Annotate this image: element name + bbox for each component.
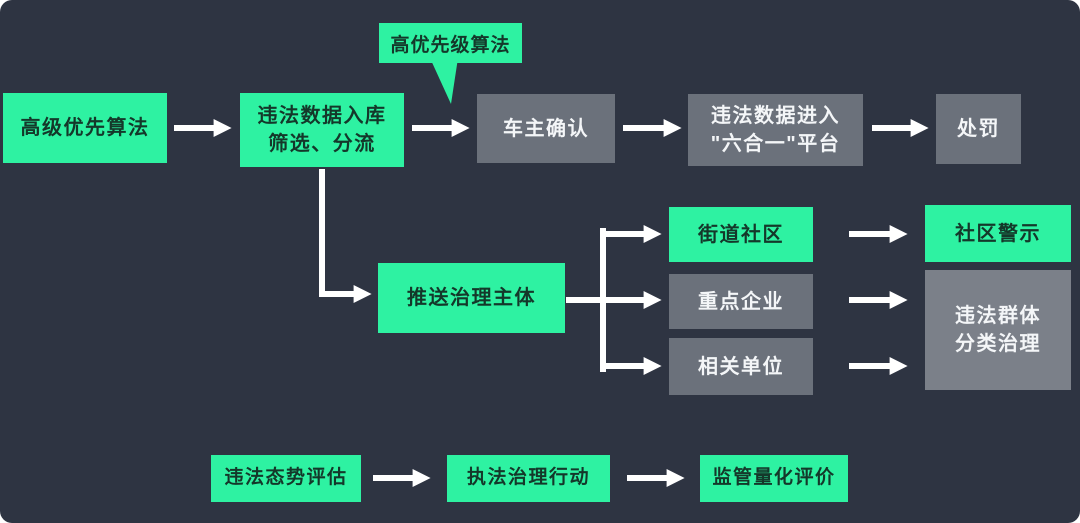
node-label: 高级优先算法	[20, 117, 150, 139]
node-label: 车主确认	[503, 117, 589, 140]
flow-node-advanced-algorithm: 高级优先算法	[3, 93, 167, 163]
node-label-line: 违法数据入库	[257, 105, 387, 127]
callout-label: 高优先级算法	[390, 34, 511, 56]
flow-node-punishment: 处罚	[936, 94, 1021, 164]
flow-node-push-governance-subject: 推送治理主体	[378, 263, 565, 333]
node-label-line: 分类治理	[955, 333, 1041, 355]
flow-node-situation-assessment: 违法态势评估	[211, 455, 361, 502]
node-label-line: 违法群体	[955, 305, 1041, 327]
flow-node-community-warning: 社区警示	[925, 205, 1071, 262]
flow-node-quantified-evaluation: 监管量化评价	[700, 455, 848, 502]
elbow-b-to-f	[319, 169, 372, 303]
node-label-line: "六合一"平台	[710, 133, 841, 155]
callout-pointer	[430, 58, 458, 104]
node-label: 社区警示	[955, 222, 1041, 245]
node-label: 监管量化评价	[712, 467, 836, 489]
flow-node-street-community: 街道社区	[669, 207, 813, 262]
node-label: 推送治理主体	[407, 287, 536, 309]
node-label: 相关单位	[698, 355, 784, 378]
flow-node-platform-entry: 违法数据进入 "六合一"平台	[688, 94, 863, 166]
callout-high-priority-algorithm: 高优先级算法	[379, 23, 522, 63]
flow-node-related-unit: 相关单位	[669, 338, 813, 395]
node-label-line: 筛选、分流	[268, 133, 376, 155]
flow-node-group-classified-governance: 违法群体 分类治理	[925, 270, 1071, 390]
node-label: 重点企业	[698, 290, 784, 313]
node-label: 违法态势评估	[224, 467, 348, 489]
flow-node-key-enterprise: 重点企业	[669, 274, 813, 329]
flow-node-enforcement-action: 执法治理行动	[447, 455, 610, 502]
node-label: 街道社区	[698, 223, 784, 246]
flow-node-owner-confirm: 车主确认	[477, 94, 615, 163]
node-label-line: 违法数据进入	[711, 105, 840, 127]
node-label: 执法治理行动	[466, 467, 590, 489]
flow-node-data-intake: 违法数据入库 筛选、分流	[240, 93, 404, 167]
node-label: 处罚	[957, 118, 1000, 140]
